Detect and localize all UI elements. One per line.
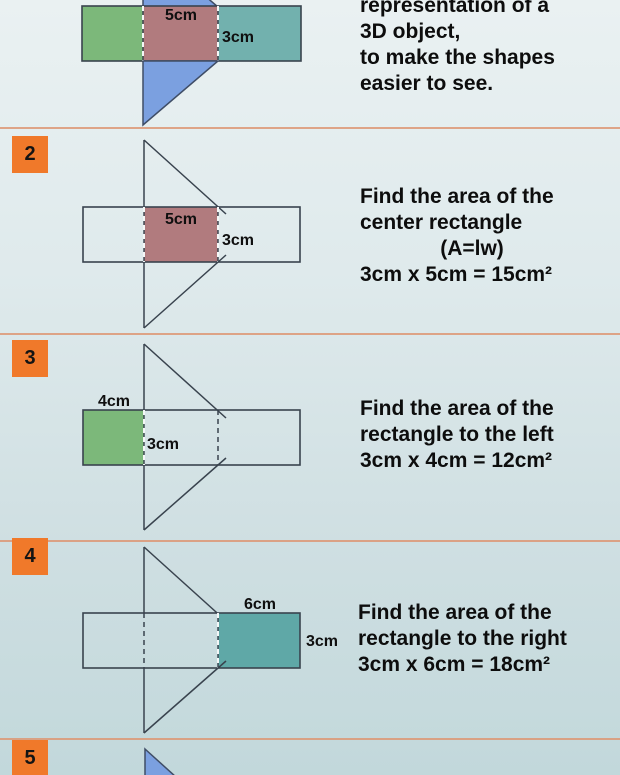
left-rectangle-green xyxy=(83,410,144,465)
section-separator xyxy=(0,127,620,129)
text-line: Find the area of the xyxy=(358,601,552,624)
step-number-badge: 2 xyxy=(12,136,48,173)
dimension-label-top: 6cm xyxy=(244,596,276,613)
right-rectangle-teal xyxy=(218,613,300,668)
net-diagram-step-2: 5cm 3cm xyxy=(82,139,301,329)
prism-triangle-highlighted xyxy=(144,747,175,775)
net-diagram-step-3: 4cm 3cm xyxy=(82,343,301,531)
step-2-explanation: Find the area of the center rectangle (A… xyxy=(360,184,584,288)
right-rectangle-teal xyxy=(218,6,301,61)
step-number: 5 xyxy=(24,747,36,769)
step-number-badge: 5 xyxy=(12,740,48,775)
prism-triangle-top xyxy=(142,0,221,8)
step-number: 3 xyxy=(24,347,36,369)
step-number: 4 xyxy=(24,545,36,567)
prism-triangle-bottom xyxy=(142,60,221,127)
text-line: easier to see. xyxy=(360,72,494,95)
dimension-label-top: 4cm xyxy=(98,393,130,410)
section-separator xyxy=(0,333,620,335)
equation-line: 3cm x 5cm = 15cm² xyxy=(360,263,553,286)
text-line: Find the area of the xyxy=(360,397,554,420)
center-rectangle-mauve xyxy=(144,207,218,262)
equation-line: 3cm x 4cm = 12cm² xyxy=(360,449,553,472)
formula-line: (A=lw) xyxy=(440,237,504,260)
net-diagram-step-5 xyxy=(144,747,175,775)
text-line: center rectangle xyxy=(360,211,523,234)
dimension-label-side: 3cm xyxy=(222,29,254,46)
center-rectangle-mauve xyxy=(143,6,218,61)
dimension-label-side: 3cm xyxy=(147,436,179,453)
text-line: rectangle to the right xyxy=(358,627,567,650)
dimension-label-top: 5cm xyxy=(165,211,197,228)
net-diagram-step-4: 6cm 3cm xyxy=(82,546,338,734)
section-separator xyxy=(0,738,620,740)
step-number-badge: 3 xyxy=(12,340,48,377)
step-4-explanation: Find the area of the rectangle to the ri… xyxy=(358,600,608,678)
step-3-explanation: Find the area of the rectangle to the le… xyxy=(360,396,600,474)
step-number-badge: 4 xyxy=(12,538,48,575)
intro-explanation: representation of a 3D object, to make t… xyxy=(360,0,610,97)
net-diagram-intro: 5cm 3cm xyxy=(81,0,302,127)
text-line: 3D object, xyxy=(360,20,461,43)
text-line: rectangle to the left xyxy=(360,423,554,446)
left-rectangle-green xyxy=(82,6,143,61)
text-line: representation of a xyxy=(360,0,550,17)
dimension-label-side: 3cm xyxy=(222,232,254,249)
text-line: Find the area of the xyxy=(360,185,554,208)
equation-line: 3cm x 6cm = 18cm² xyxy=(358,653,551,676)
step-number: 2 xyxy=(24,143,36,165)
text-line: to make the shapes xyxy=(360,46,555,69)
dimension-label-top: 5cm xyxy=(165,7,197,24)
section-separator xyxy=(0,540,620,542)
dimension-label-side: 3cm xyxy=(306,633,338,650)
